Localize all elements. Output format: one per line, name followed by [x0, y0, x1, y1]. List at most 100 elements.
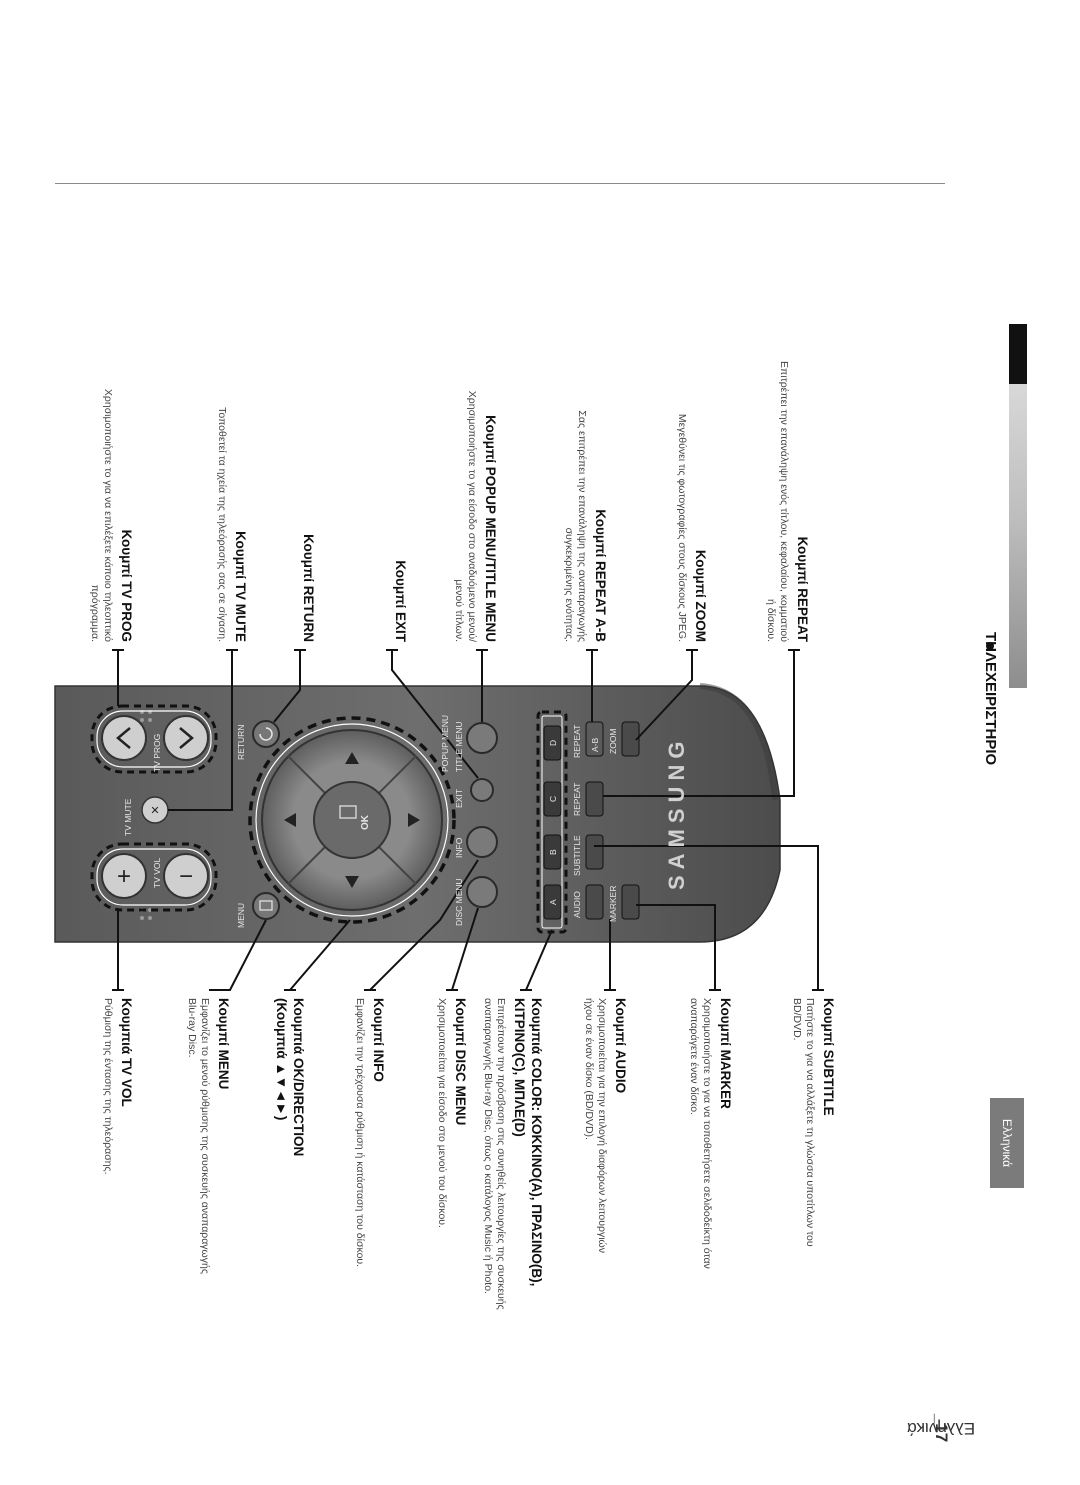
key-label-popup: POPUP MENU: [440, 715, 450, 772]
info-button: [466, 826, 498, 858]
right-callout-1-title: Κουμπί TV MUTE: [233, 531, 248, 642]
color-d-button: [543, 725, 562, 761]
right-callout-7-desc: Επιτρέπει την επανάληψη ενός τίτλου, κεφ…: [778, 361, 790, 642]
key-label-tv-mute: TV MUTE: [123, 798, 133, 836]
key-label-disc-menu: DISC MENU: [454, 878, 464, 926]
left-callout-5-desc: αναπαραγωγής Blu-ray Disc, όπως ο κατάλο…: [482, 998, 494, 1294]
left-callout-0-desc: Ρύθμιση της έντασης της τηλεόρασης.: [102, 998, 114, 1175]
right-callout-0: Κουμπί TV PROG Χρησιμοποιήστε το για να ε…: [89, 389, 134, 642]
left-callout-7: Κουμπί MARKER Χρησιμοποιήστε το για να το…: [688, 998, 733, 1269]
ok-button: [313, 781, 391, 859]
right-callout-4-desc: μενού τίτλων.: [453, 579, 465, 642]
left-callout-3: Κουμπί INFO Εμφανίζει την τρέχουσα ρύθμισ…: [354, 998, 386, 1267]
right-callout-0-desc: Χρησιμοποιήστε το για να επιλέξετε κάποι…: [102, 389, 114, 642]
left-callout-4-title: Κουμπί DISC MENU: [453, 998, 468, 1125]
language-side-tab: Ελληνικά: [990, 1098, 1024, 1188]
up-arrow-icon: [284, 813, 296, 827]
left-callout-0: Κουμπιά TV VOL Ρύθμιση της έντασης της τη…: [102, 998, 134, 1175]
key-label-a: A: [548, 899, 558, 905]
left-callout-5-title: ΚΙΤΡΙΝΟ(C), ΜΠΛΕ(D): [512, 998, 527, 1137]
color-a-button: [543, 884, 562, 920]
left-callout-8: Κουμπί SUBTITLE Πατήστε το για να αλλάξετ…: [791, 998, 836, 1247]
left-callout-2-title: Κουμπιά OK/DIRECTION: [291, 998, 306, 1156]
left-callout-1-title: Κουμπί MENU: [216, 998, 231, 1089]
right-callout-7-desc: ή δίσκου.: [765, 599, 777, 642]
section-tab-bar: [1009, 384, 1027, 688]
exit-button: [470, 778, 494, 802]
repeat-ab-button: [585, 721, 604, 757]
right-callout-4-title: Κουμπί POPUP MENU/TITLE MENU: [483, 415, 498, 642]
left-callout-3-title: Κουμπί INFO: [371, 998, 386, 1082]
left-callout-8-desc: BD/DVD.: [791, 998, 803, 1041]
left-callout-1-desc: Blu-ray Disc.: [186, 998, 198, 1058]
page-footer: Ελληνικά _17: [907, 1388, 975, 1468]
section-tab-dark: [1009, 324, 1027, 384]
section-title: ΤΗΛΕΧΕΙΡΙΣΤΗΡΙΟ: [982, 632, 999, 766]
right-callout-5-desc: συγκεκριμένης ενότητας.: [563, 528, 575, 642]
right-callout-6: Κουμπί ZOOM Μεγεθύνει τις φωτογραφίες στο…: [676, 414, 708, 642]
key-label-return: RETURN: [236, 725, 246, 760]
left-arrow-icon: [345, 752, 359, 764]
right-callout-5-desc: Σας επιτρέπει την επανάληψη της αναπαραγ…: [576, 410, 588, 642]
left-callout-5-desc: Επιτρέπουν την πρόσβαση στις συνηθείς λε…: [495, 998, 507, 1310]
key-label-d: D: [548, 740, 558, 746]
left-callout-2: Κουμπιά OK/DIRECTION(Κουμπιά ▲▼◄►): [274, 998, 306, 1156]
key-label-subtitle: SUBTITLE: [572, 835, 582, 876]
repeat-button: [585, 781, 604, 817]
left-callout-3-desc: Εμφανίζει την τρέχουσα ρύθμιση ή κατάστα…: [354, 998, 366, 1267]
left-callout-1-desc: Εμφανίζει το μενού ρύθμισης της συσκευής…: [199, 998, 211, 1274]
left-callout-8-title: Κουμπί SUBTITLE: [821, 998, 836, 1116]
right-callout-5: Κουμπί REPEAT A-B Σας επιτρέπει την επανά…: [563, 410, 608, 642]
audio-button: [585, 884, 604, 920]
prog-up-button: [101, 715, 147, 761]
key-label-tv-vol: TV VOL: [152, 857, 162, 888]
key-label-ok: OK: [360, 814, 371, 830]
right-callouts: Κουμπί TV PROG Χρησιμοποιήστε το για να ε…: [89, 361, 810, 643]
left-callout-1: Κουμπί MENU Εμφανίζει το μενού ρύθμισης τ…: [186, 998, 231, 1274]
top-rule-divider: [55, 183, 945, 184]
mute-icon: ✕: [150, 805, 159, 817]
key-label-repeat: REPEAT: [572, 783, 582, 816]
right-callout-5-title: Κουμπί REPEAT A-B: [593, 509, 608, 642]
down-arrow-icon: [408, 813, 420, 827]
color-c-button: [543, 781, 562, 817]
left-callout-0-title: Κουμπιά TV VOL: [119, 998, 134, 1107]
plus-icon: +: [117, 863, 131, 890]
key-label-ab: A-B: [590, 738, 600, 753]
right-callout-0-desc: πρόγραμμα.: [89, 585, 101, 642]
disc-menu-button: [466, 876, 498, 908]
color-b-button: [543, 834, 562, 870]
right-callout-0-title: Κουμπί TV PROG: [119, 530, 134, 642]
left-callouts: Κουμπιά TV VOL Ρύθμιση της έντασης της τη…: [102, 998, 836, 1310]
right-callout-6-title: Κουμπί ZOOM: [693, 550, 708, 642]
vol-down-button: [163, 853, 209, 899]
right-callout-6-desc: Μεγεθύνει τις φωτογραφίες στους δίσκους …: [676, 414, 688, 642]
key-label-audio: AUDIO: [572, 891, 582, 918]
prog-down-button: [163, 715, 209, 761]
menu-button: [252, 892, 280, 920]
left-callout-8-desc: Πατήστε το για να αλλάξετε τη γλώσσα υπο…: [804, 998, 816, 1247]
zoom-button: [621, 721, 640, 757]
key-label-zoom: ZOOM: [608, 729, 618, 755]
left-callout-2-title: (Κουμπιά ▲▼◄►): [274, 998, 289, 1120]
key-label-marker: MARKER: [608, 886, 618, 922]
left-callout-6-title: Κουμπί AUDIO: [613, 998, 628, 1093]
left-callout-7-desc: αναπαράγετε έναν δίσκο.: [688, 998, 700, 1115]
left-callout-4: Κουμπί DISC MENU Χρησιμοποιείται για είσο…: [436, 998, 468, 1228]
bullet-icon: [986, 642, 994, 650]
subtitle-button: [585, 834, 604, 870]
footer-lang: Ελληνικά: [906, 1419, 976, 1438]
left-callout-7-title: Κουμπί MARKER: [718, 998, 733, 1109]
left-callout-6-desc: Χρησιμοποιείται για την επιλογή διαφόρων…: [596, 998, 608, 1253]
key-label-menu: MENU: [236, 903, 246, 928]
key-label-c: C: [548, 796, 558, 802]
right-arrow-icon: [345, 876, 359, 888]
left-callout-6: Κουμπί AUDIO Χρησιμοποιείται για την επιλ…: [583, 998, 628, 1253]
left-callout-4-desc: Χρησιμοποιείται για είσοδο στο μενού του…: [436, 998, 448, 1228]
right-callout-2: Κουμπί RETURN: [301, 534, 316, 642]
left-callout-7-desc: Χρησιμοποιήστε το για να τοποθετήσετε σε…: [701, 998, 713, 1269]
right-callout-4-desc: Χρησιμοποιήστε το για είσοδο στο αναδυόμ…: [466, 391, 478, 642]
language-tab-label: Ελληνικά: [1000, 1118, 1014, 1168]
